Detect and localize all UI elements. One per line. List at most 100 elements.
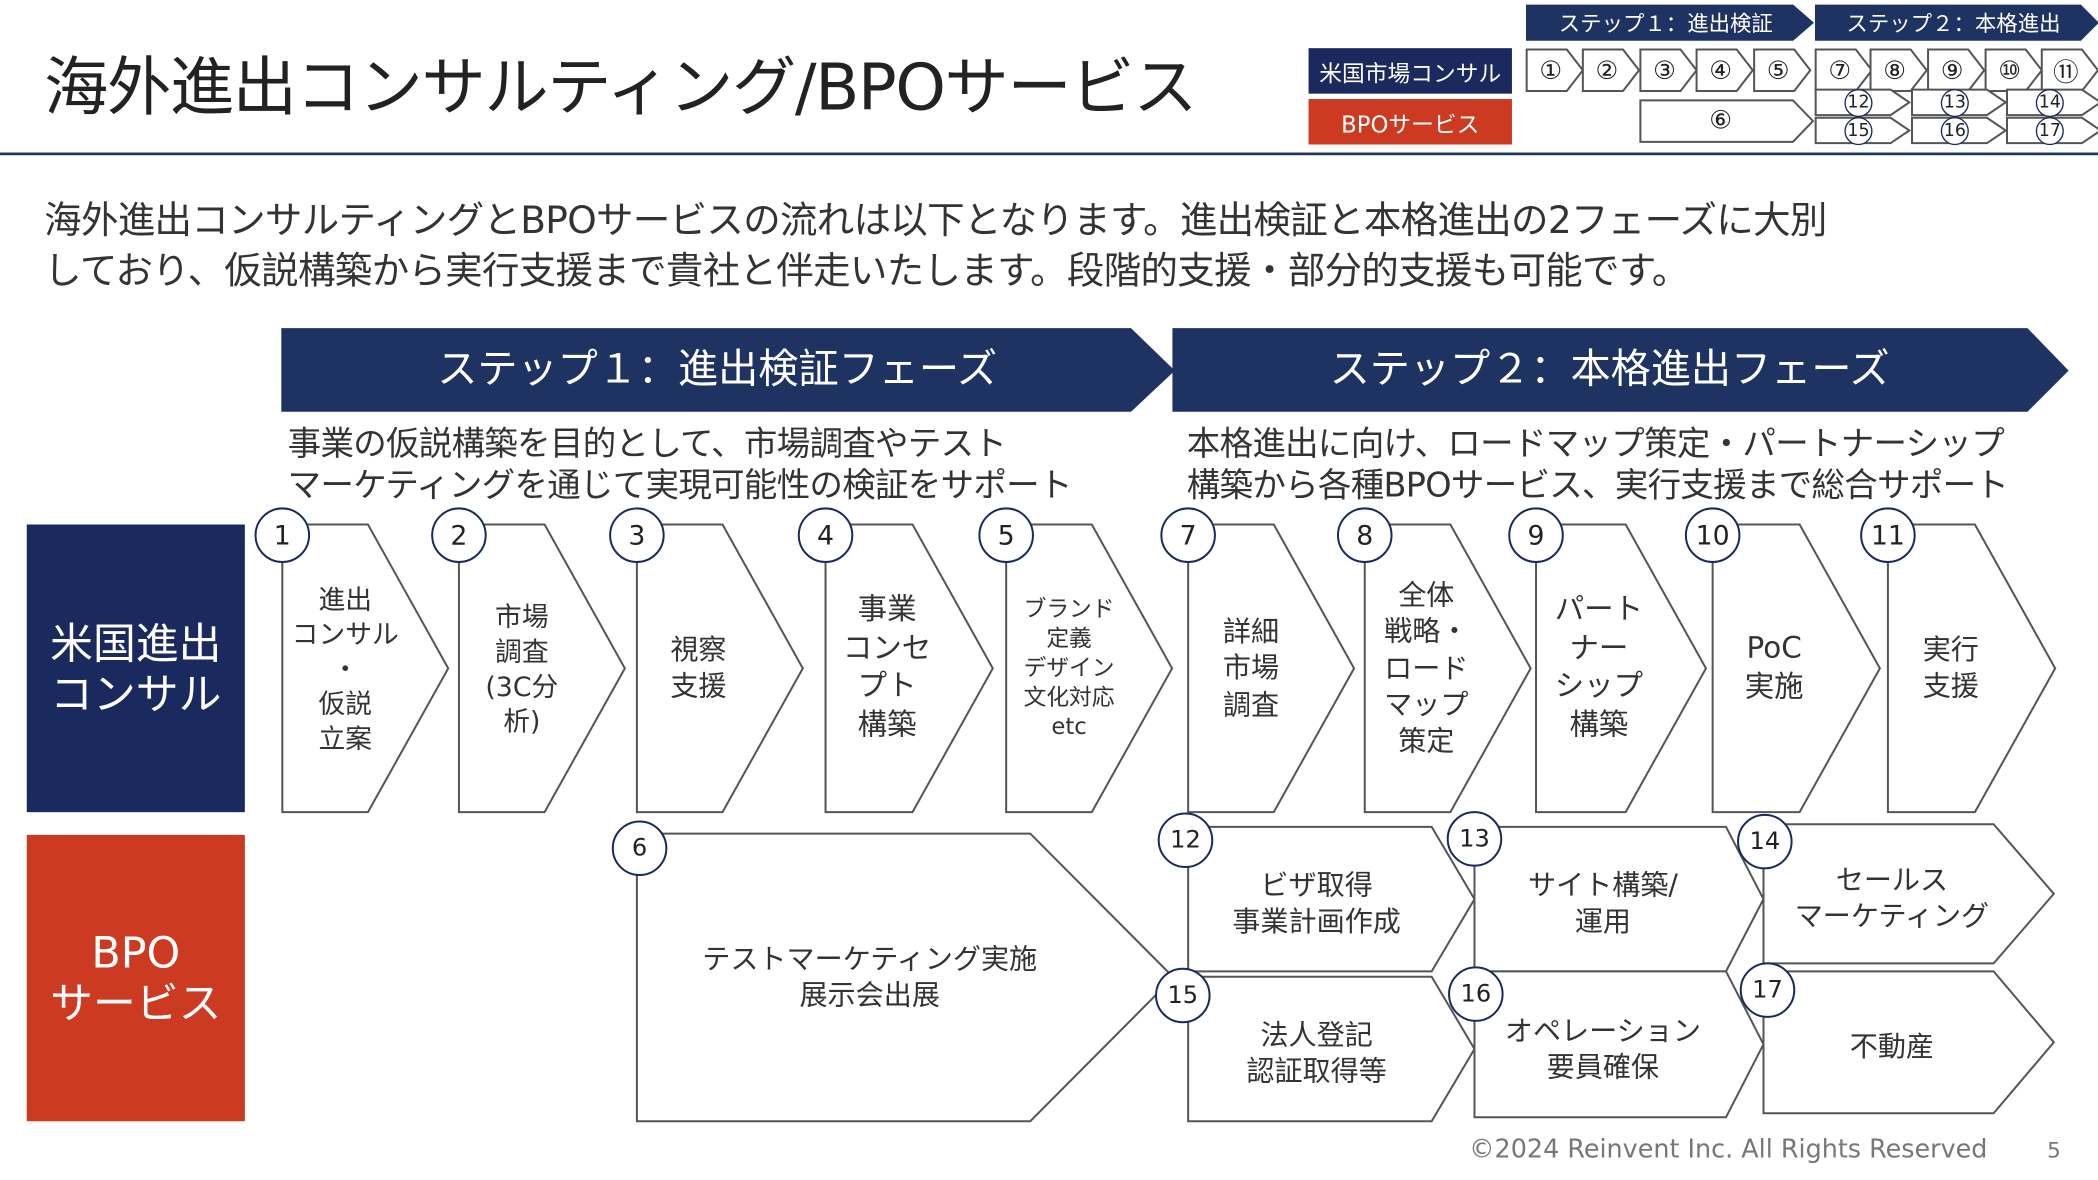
step-number-circle: [797, 507, 854, 563]
step2-banner-label: ステップ２：本格進出フェーズ: [1329, 346, 1890, 394]
step-number: 5: [997, 519, 1015, 552]
step-number-circle: [1157, 812, 1214, 869]
step-card-text: ビザ取得 事業計画作成: [1232, 869, 1401, 938]
legend-step-number: ⑩: [1998, 56, 2022, 86]
step-card-text: 視察 支援: [670, 633, 727, 703]
legend-step-number: 12: [1847, 92, 1870, 114]
step-number-circle: [1860, 507, 1916, 563]
step-number-circle: [609, 507, 665, 563]
step-number: 15: [1167, 981, 1199, 1010]
step-number: 8: [1356, 519, 1374, 552]
step-card-text: 詳細 市場 調査: [1222, 615, 1280, 721]
step-number: 17: [1752, 976, 1783, 1005]
step-card-9: [1535, 523, 1708, 814]
legend-step2-banner: [1814, 4, 2098, 41]
step-card-text: ブランド 定義 デザイン 文化対応 etc: [1023, 596, 1115, 742]
legend-step-number: ②: [1595, 56, 1619, 86]
step-number-circle: [254, 507, 311, 563]
step-number: 12: [1170, 826, 1201, 855]
legend-step-number: ⑧: [1883, 56, 1907, 86]
step2-desc-line-1: 本格進出に向け、ロードマップ策定・パートナーシップ: [1186, 424, 2005, 463]
step2-desc-line-2: 構築から各種BPOサービス、実行支援まで総合サポート: [1186, 465, 2009, 505]
page-title: 海外進出コンサルティング/BPOサービス: [44, 50, 1197, 126]
step-number: 9: [1527, 519, 1545, 552]
step-card-13: [1473, 825, 1765, 973]
step-number-circle: [431, 507, 487, 563]
step-number-circle: [1737, 813, 1793, 870]
step-number: 14: [1749, 827, 1781, 856]
copyright: ©2024 Reinvent Inc. All Rights Reserved: [1469, 1134, 1988, 1165]
legend-chevron: [1695, 48, 1755, 92]
step-card-text: テストマーケティング実施 展示会出展: [702, 942, 1038, 1011]
legend-step-number: ①: [1539, 56, 1563, 86]
legend-chevron: [1639, 48, 1698, 92]
step-card-6: [635, 832, 1175, 1123]
step-card-text: PoC 実施: [1744, 632, 1804, 704]
step-card-7: [1187, 523, 1356, 814]
row-label-bpo: BPO サービス: [26, 834, 245, 1122]
step-number-circle: [1155, 967, 1211, 1024]
legend-step-number: ⑨: [1940, 56, 1964, 86]
step-card-2: [457, 523, 626, 814]
step-card-text: 全体 戦略・ ロード マップ 策定: [1384, 579, 1469, 758]
step1-desc-line-1: 事業の仮説構築を目的として、市場調査やテスト: [287, 424, 1007, 463]
step-card-text: 事業 コンセ プト 構築: [842, 593, 932, 743]
step-card-8: [1363, 523, 1532, 814]
step-card-11: [1886, 523, 2057, 814]
legend-step-number: 14: [2038, 92, 2061, 114]
step-number: 6: [631, 834, 648, 863]
legend-step-number: ⑪: [2053, 58, 2079, 88]
step-card-text: セールス マーケティング: [1794, 863, 1990, 933]
step-card-14: [1762, 823, 2056, 965]
legend-number-circle: [1940, 117, 1969, 146]
step-card-1: [281, 523, 450, 814]
step2-banner: [1172, 328, 2069, 412]
step-card-16: [1473, 970, 1765, 1119]
legend-step-number: ⑦: [1828, 56, 1852, 86]
legend-step-number: ③: [1653, 56, 1676, 86]
step-number: 4: [817, 519, 835, 552]
step-number-circle: [1739, 962, 1796, 1018]
step-number: 13: [1459, 824, 1490, 853]
step-card-3: [635, 523, 804, 814]
legend-number-circle: [1940, 88, 1969, 118]
step1-desc-line-2: マーケティングを通じて実現可能性の検証をサポート: [287, 465, 1073, 505]
legend-step1: ステップ１：進出検証: [1558, 10, 1773, 37]
legend-number-circle: [2035, 88, 2064, 118]
step-number: 7: [1179, 519, 1197, 552]
header-divider: [0, 152, 2098, 156]
legend-chevron-6: [1639, 99, 1815, 143]
step-number: 11: [1870, 519, 1905, 552]
legend-step-number: ⑤: [1766, 56, 1790, 86]
step-number: 10: [1695, 519, 1730, 552]
legend-number-circle: [1844, 88, 1873, 118]
step-card-4: [824, 523, 994, 814]
step-number: 3: [628, 519, 646, 552]
step-card-text: サイト構築/ 運用: [1527, 869, 1678, 938]
legend-step-number: 17: [2038, 121, 2061, 142]
intro-line-2: しており、仮説構築から実行支援まで貴社と伴走いたします。段階的支援・部分的支援も…: [44, 248, 1689, 294]
legend-step1-banner: [1525, 4, 1815, 41]
legend-chevron: [2040, 48, 2098, 92]
legend-chevron: [1984, 48, 2044, 92]
legend-number-circle: [1844, 117, 1873, 146]
legend-step-number: ④: [1709, 56, 1733, 86]
legend-consult: 米国市場コンサル: [1308, 48, 1512, 94]
legend-step-number: 16: [1943, 121, 1966, 142]
legend-chevron: [1753, 48, 1812, 92]
step-card-5: [1005, 523, 1174, 814]
legend-chevron: [1525, 48, 1585, 92]
step-card-text: 進出 コンサル ・ 仮説 立案: [291, 583, 399, 755]
legend-chevron: [1814, 48, 1874, 92]
step-number: 16: [1460, 980, 1492, 1009]
page-number: 5: [2047, 1137, 2061, 1163]
step-card-15: [1187, 975, 1476, 1123]
step-number-circle: [1446, 811, 1503, 867]
legend-chevron: [1869, 48, 1928, 92]
intro-line-1: 海外進出コンサルティングとBPOサービスの流れは以下となります。進出検証と本格進…: [44, 198, 1827, 243]
legend-step-number: 15: [1847, 121, 1870, 142]
step2-description: 本格進出に向け、ロードマップ策定・パートナーシップ 構築から各種BPOサービス、…: [1186, 423, 2009, 506]
step-number-circle: [1684, 507, 1741, 563]
legend-step-number: ⑥: [1709, 105, 1733, 136]
legend-step2: ステップ２：本格進出: [1846, 10, 2061, 37]
